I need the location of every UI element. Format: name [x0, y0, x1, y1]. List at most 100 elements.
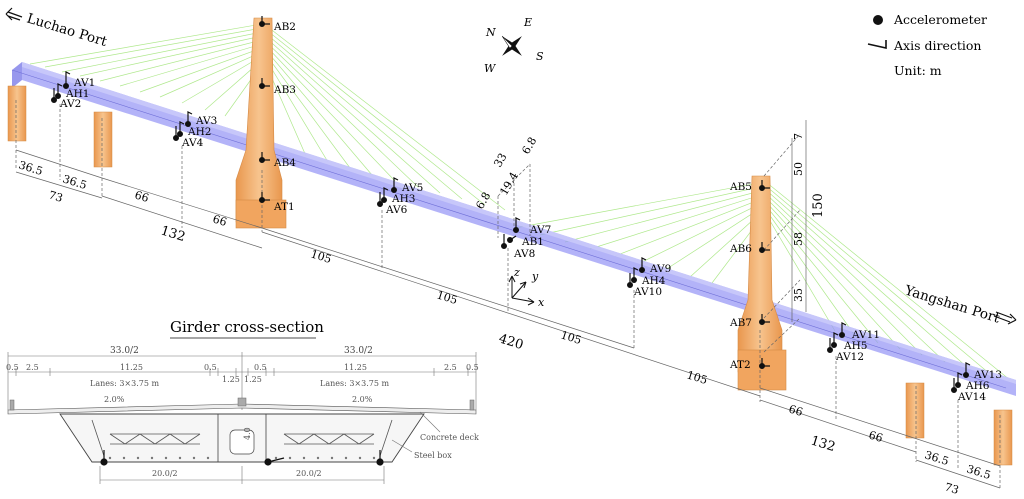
cross-section-title: Girder cross-section: [170, 318, 324, 336]
sensor-group-2: [173, 111, 193, 142]
port-left-label: Luchao Port: [25, 11, 110, 51]
cs-w0-5a: 0.5: [6, 363, 19, 372]
axis-y-label: y: [531, 270, 539, 283]
cs-bottom-right: 20.0/2: [296, 469, 322, 478]
sensor-av8: AV8: [513, 248, 535, 260]
dim-7: 7: [792, 133, 805, 140]
arrow-right-icon: [993, 311, 1017, 325]
cs-slope-right: 2.0%: [352, 395, 373, 404]
compass-w: W: [484, 62, 497, 75]
sensor-group-4: [501, 217, 521, 250]
dim-36-5-b: 36.5: [61, 172, 88, 192]
sensor-at1: AT1: [273, 201, 295, 213]
sensor-av4: AV4: [181, 137, 204, 149]
dim-132-left: 132: [159, 223, 187, 245]
axis-direction-icon: [867, 40, 887, 49]
arrow-left-icon: [5, 7, 23, 21]
sensor-ah6: AH6: [965, 380, 990, 392]
dim-36-5-a: 36.5: [17, 158, 44, 178]
cs-w0-5b: 0.5: [204, 363, 217, 372]
sensor-at2: AT2: [729, 359, 751, 371]
dim-36-5-d: 36.5: [965, 462, 992, 482]
sensor-av9: AV9: [649, 263, 671, 275]
cs-w11-25b: 11.25: [344, 363, 367, 372]
compass-e: E: [523, 16, 532, 29]
dim-6-8-a: 6.8: [519, 135, 539, 157]
dim-73-right: 73: [943, 480, 960, 497]
sensor-av13: AV13: [973, 369, 1002, 381]
sensor-av7: AV7: [529, 224, 551, 236]
sensor-av6: AV6: [385, 204, 408, 216]
sensor-ab7: AB7: [729, 317, 752, 329]
cs-w0-5c: 0.5: [254, 363, 267, 372]
legend-unit: Unit: m: [894, 63, 942, 78]
cross-section: Girder cross-section: [6, 318, 479, 484]
cs-label-box: Steel box: [414, 451, 452, 460]
compass-icon: N E S W: [484, 16, 544, 75]
dim-36-5-c: 36.5: [923, 448, 950, 468]
sensor-av3: AV3: [195, 115, 217, 127]
dimension-lines: [15, 100, 1001, 489]
sensor-group-3: [377, 177, 399, 208]
axis-z-label: z: [513, 266, 520, 279]
cs-slope-left: 2.0%: [104, 395, 125, 404]
legend: Accelerometer Axis direction Unit: m: [867, 12, 987, 78]
port-left: Luchao Port: [5, 7, 110, 51]
sensor-av1: AV1: [73, 77, 95, 89]
dim-50: 50: [792, 162, 805, 176]
dim-420: 420: [497, 331, 525, 353]
dim-19-4: 19.4: [497, 170, 521, 198]
cs-w0-5d: 0.5: [466, 363, 479, 372]
sensor-av5: AV5: [401, 182, 423, 194]
sensor-av2: AV2: [59, 98, 81, 110]
cs-label-deck: Concrete deck: [420, 433, 479, 442]
sensor-ah2: AH2: [187, 126, 211, 138]
cs-lanes-right: Lanes: 3×3.75 m: [320, 379, 389, 388]
sensor-ah5: AH5: [843, 340, 867, 352]
sensor-ab4: AB4: [273, 157, 296, 169]
axis-x-label: x: [538, 296, 545, 309]
sensor-group-5: [626, 257, 647, 289]
sensor-labels: AV1 AH1 AV2 AV3 AH2 AV4 AV5 AH3 AV6 AV7 …: [59, 21, 1002, 403]
legend-accelerometer: Accelerometer: [893, 12, 987, 27]
cs-w2-5a: 2.5: [26, 363, 39, 372]
cs-depth: 4.0: [243, 427, 252, 440]
midspan-dim-labels: 33 6.8 6.8 19.4: [473, 135, 539, 212]
cs-bottom-left: 20.0/2: [152, 469, 178, 478]
cs-half-left: 33.0/2: [110, 346, 139, 356]
midspan-dims: [497, 163, 531, 238]
legend-axis: Axis direction: [893, 38, 981, 53]
axes-triad: [508, 275, 535, 306]
sensor-group-6: [826, 322, 847, 354]
stay-cables: [29, 23, 1011, 381]
sensor-group-1: [50, 71, 71, 103]
dim-66-a: 66: [133, 188, 150, 205]
piers: [7, 85, 1013, 466]
tower-height-dims: [763, 120, 807, 353]
sensor-ab6: AB6: [729, 243, 752, 255]
dim-66-b: 66: [211, 212, 228, 229]
right-tower: [737, 175, 787, 391]
cs-w1-25b: 1.25: [244, 375, 262, 384]
sensor-group-7: [950, 362, 971, 394]
cs-w1-25a: 1.25: [222, 375, 240, 384]
compass-s: S: [536, 50, 544, 63]
dim-132-right: 132: [809, 433, 837, 455]
dim-105-b: 105: [435, 288, 459, 307]
sensor-ab3: AB3: [273, 84, 296, 96]
sensor-av14: AV14: [957, 391, 986, 403]
sensor-av12: AV12: [835, 351, 864, 363]
port-right: Yangshan Port: [902, 282, 1017, 327]
cs-w2-5b: 2.5: [444, 363, 457, 372]
dim-33: 33: [491, 151, 509, 170]
dim-150: 150: [811, 193, 826, 218]
sensor-ah4: AH4: [641, 275, 666, 287]
tower-height-labels: 7 50 58 35 150: [792, 133, 826, 302]
sensor-ah3: AH3: [391, 193, 415, 205]
sensor-av11: AV11: [851, 329, 880, 341]
dim-66-d: 66: [867, 428, 884, 445]
cs-lanes-left: Lanes: 3×3.75 m: [90, 379, 159, 388]
dim-58: 58: [792, 232, 805, 246]
cs-w11-25a: 11.25: [120, 363, 143, 372]
